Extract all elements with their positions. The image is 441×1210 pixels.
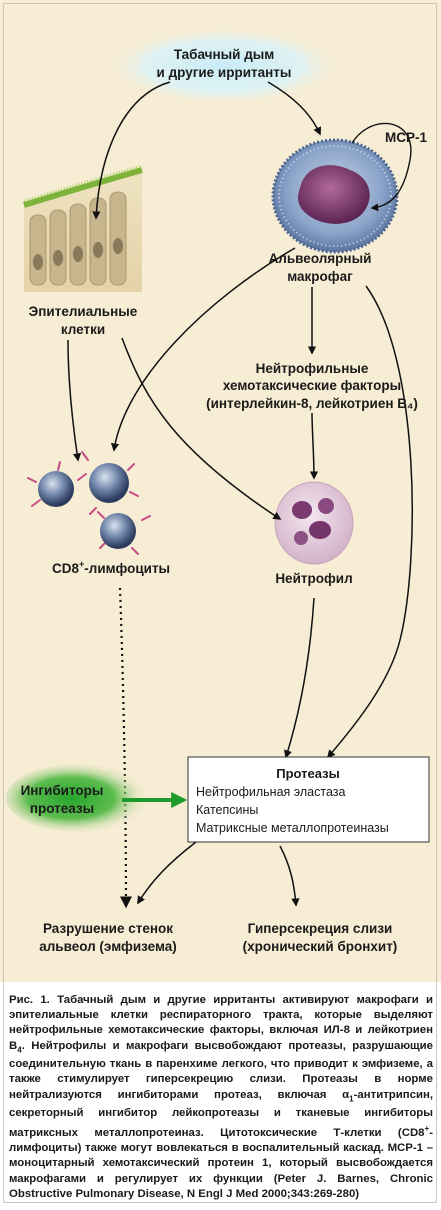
macrophage-cell	[271, 138, 399, 254]
arrow-chemotactic-to-neutrophil	[309, 412, 319, 480]
epithelial-label-2: клетки	[61, 322, 105, 337]
inhibitors-label-1: Ингибиторы	[21, 783, 104, 798]
bronchitis-label-1: Гиперсекреция слизи	[248, 921, 393, 936]
macrophage-label-1: Альвеолярный	[269, 251, 372, 266]
protease-item: Матриксные металлопротеиназы	[196, 821, 389, 835]
arrow-epithelial-to-neutrophil	[121, 337, 282, 520]
arrow-neutrophil-to-proteases	[284, 597, 315, 759]
mcp1-label: MCP-1	[385, 130, 427, 145]
dotted-arrow-cd8-to-emphysema	[118, 587, 133, 909]
arrow-macrophage-to-cd8	[110, 247, 296, 452]
caption-part-2: . Нейтрофилы и макрофаги высвобождают пр…	[9, 1039, 433, 1101]
epithelial-tissue	[23, 164, 143, 292]
cd8-label: CD8+-лимфоциты	[52, 559, 170, 576]
cd8-label-main: CD8	[52, 561, 79, 576]
neutrophil-label: Нейтрофил	[275, 571, 352, 586]
chemotactic-label-1: Нейтрофильные	[256, 361, 369, 376]
inhibitors-label-2: протеазы	[30, 801, 94, 816]
cd8-lymphocyte-cells	[27, 451, 151, 555]
epithelial-label-1: Эпителиальные	[29, 304, 138, 319]
chemotactic-label-3: (интерлейкин-8, лейкотриен B₄)	[206, 396, 418, 411]
bronchitis-label-2: (хронический бронхит)	[243, 939, 398, 954]
smoke-label-1: Табачный дым	[174, 47, 275, 62]
figure-caption: Рис. 1. Табачный дым и другие ирританты …	[9, 993, 433, 1202]
neutrophil-cell	[274, 481, 354, 565]
macrophage-label-2: макрофаг	[287, 269, 353, 284]
proteases-box	[187, 756, 430, 843]
arrow-smoke-to-macrophage	[267, 81, 322, 136]
svg-text:CD8+-лимфоциты: CD8+-лимфоциты	[52, 559, 170, 576]
protease-item: Нейтрофильная эластаза	[196, 785, 345, 799]
caption-part-4: -лимфоциты) также могут вовлекаться в во…	[9, 1126, 433, 1200]
arrow-proteases-to-emphysema	[137, 841, 197, 905]
smoke-label-2: и другие ирританты	[157, 65, 292, 80]
mcp1-loop-arrow	[351, 122, 412, 212]
emphysema-label-1: Разрушение стенок	[43, 921, 173, 936]
arrow-smoke-to-epithelial	[92, 81, 171, 220]
cd8-label-sup: +	[79, 559, 84, 569]
arrow-epithelial-to-cd8	[67, 339, 82, 462]
protease-item: Катепсины	[196, 803, 258, 817]
caption-part-3: -антитрипсин, секреторный ингибитор лейк…	[9, 1088, 433, 1139]
caption-part-1: Рис. 1. Табачный дым и другие ирританты …	[9, 994, 433, 1052]
pathway-diagram: Табачный дым и другие ирританты MCP-1 Ал…	[6, 26, 430, 954]
caption-sub-1: 1	[349, 1093, 354, 1103]
arrow-proteases-to-bronchitis	[279, 845, 300, 907]
proteases-title: Протеазы	[276, 766, 339, 781]
smoke-glow	[104, 26, 344, 106]
emphysema-label-2: альвеол (эмфизема)	[39, 939, 177, 954]
cd8-label-rest: -лимфоциты	[84, 561, 170, 576]
inhibitors-glow	[6, 764, 150, 832]
diagram-panel: Табачный дым и другие ирританты MCP-1 Ал…	[0, 0, 441, 982]
caption-sub-4: 4	[17, 1044, 22, 1054]
caption-paragraph: Рис. 1. Табачный дым и другие ирританты …	[9, 993, 433, 1202]
arrow-macrophage-to-proteases	[326, 285, 413, 759]
caption-sup-plus: +	[424, 1124, 430, 1134]
chemotactic-label-2: хемотаксические факторы	[223, 378, 401, 393]
